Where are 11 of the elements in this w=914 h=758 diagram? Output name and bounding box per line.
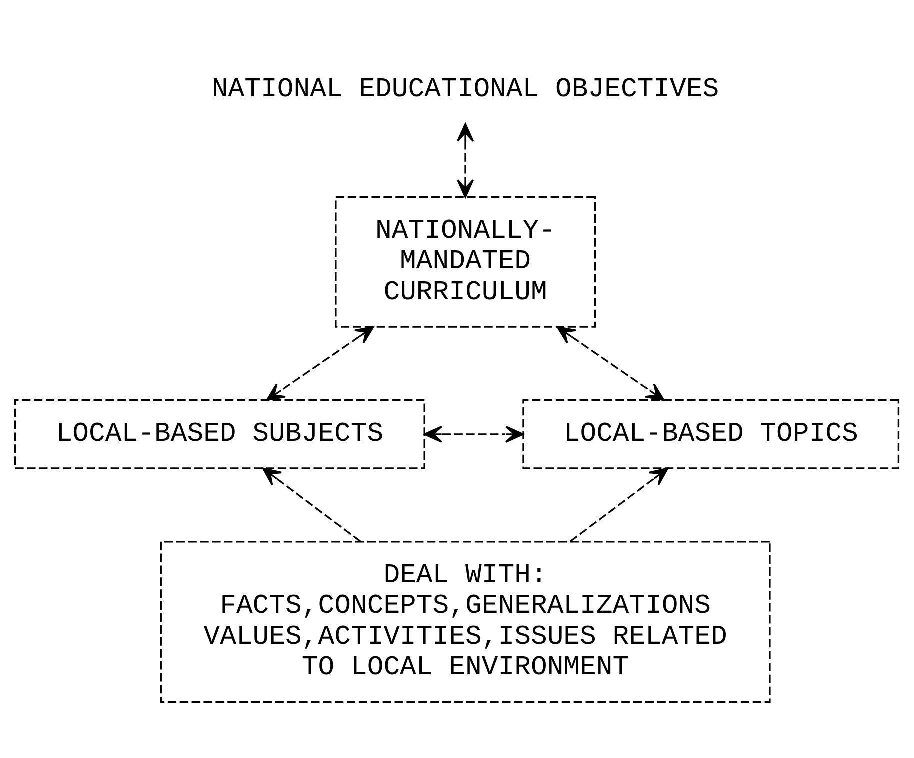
arrow [570, 468, 669, 542]
arrow [262, 468, 362, 542]
arrow [457, 123, 474, 198]
node-box: LOCAL-BASED SUBJECTS [14, 399, 426, 470]
arrow [424, 426, 524, 443]
arrow [556, 326, 665, 402]
arrow [266, 326, 374, 402]
node-box: NATIONALLY- MANDATED CURRICULUM [335, 196, 596, 328]
node-box: DEAL WITH: FACTS,CONCEPTS,GENERALIZATIONS VALUES,ACTIVITIES,ISSUES RELATED TO LOCAL ENVIRONMENT [160, 541, 771, 704]
node-text: NATIONAL EDUCATIONAL OBJECTIVES [212, 74, 720, 106]
node-box: LOCAL-BASED TOPICS [522, 399, 900, 470]
